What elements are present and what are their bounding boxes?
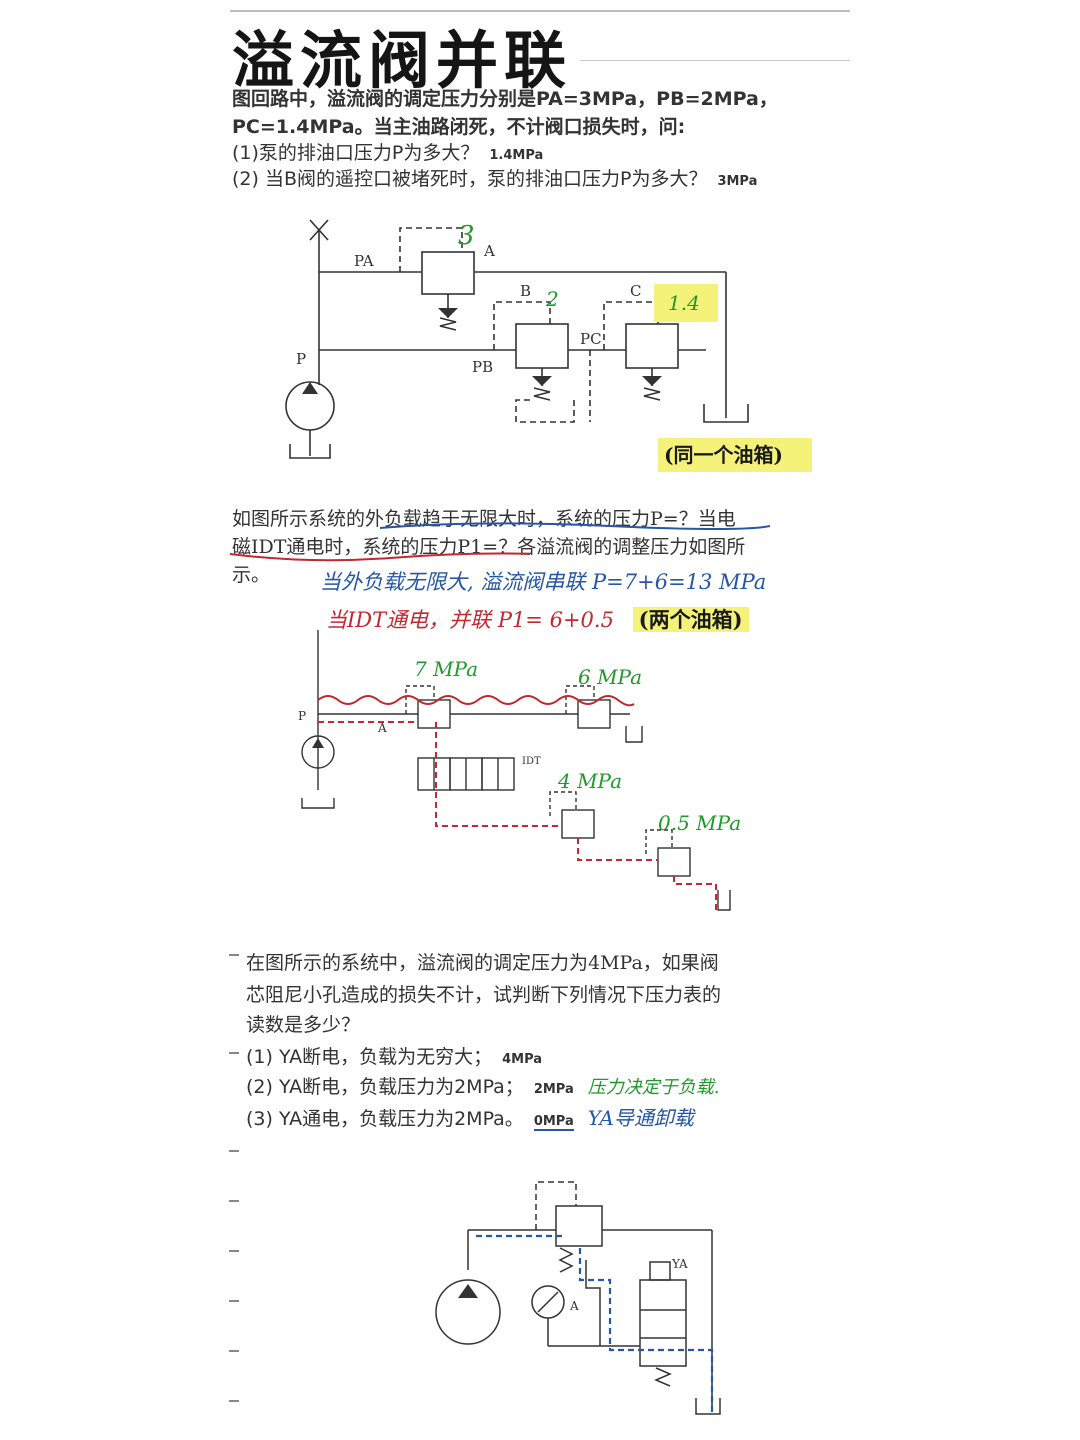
p2-label-6mpa: 6 MPa [578,665,642,689]
p3-q2-text: (2) YA断电，负载压力为2MPa； [246,1076,524,1098]
top-border [230,10,850,12]
margin-tick [229,1350,239,1352]
p2-line3: 示。 [232,564,271,586]
p3-circuit-diagram: A YA [435,1181,721,1415]
p1-q1-answer: 1.4MPa [489,148,544,163]
p2-label-4mpa: 4 MPa [557,769,622,793]
p2-line2: 磁IDT通电时，系统的压力P1=？各溢流阀的调整压力如图所 [232,536,746,558]
margin-tick [229,1250,239,1252]
p2-note2-prefix: 当IDT通电，并联 P1= [326,608,543,632]
p2-handwritten-note1: 当外负载无限大, 溢流阀串联 P=7+6=13 MPa [320,570,767,594]
document-page [228,0,852,1440]
p3-q1-text: (1) YA断电，负载为无穷大； [246,1046,493,1068]
p1-q2-text: (2) 当B阀的遥控口被堵死时，泵的排油口压力P为多大？ [232,168,708,190]
p1-question2: (2) 当B阀的遥控口被堵死时，泵的排油口压力P为多大？ 3MPa [232,164,757,191]
p3-label-ya: YA [671,1257,688,1271]
p1-label-pc: PC [580,330,602,348]
p2-handwritten-note2: 当IDT通电，并联 P1= 6+0.5 (两个油箱) [326,604,749,634]
page-title: 溢流阀并联 [232,24,573,97]
p3-line2: 芯阻尼小孔造成的损失不计，试判断下列情况下压力表的 [246,984,722,1006]
p1-note-a: 3 [458,221,475,251]
p2-label-idt: IDT [522,756,541,767]
p1-line2: PC=1.4MPa。当主油路闭死，不计阀口损失时，问: [232,116,686,138]
p3-question2: (2) YA断电，负载压力为2MPa； 2MPa 压力决定于负载. [246,1072,719,1099]
p2-label-0-5mpa: 0.5 MPa [658,811,741,835]
p3-q3-answer: 0MPa [533,1114,574,1131]
p1-label-p: P [296,350,306,368]
p1-circuit-diagram: PA A B C P PB PC 3 2 1.4 (同一个油箱) [285,219,812,472]
margin-tick [229,1200,239,1202]
margin-tick [229,1150,239,1152]
p1-label-a: A [483,242,495,260]
p1-note-c: 1.4 [668,291,700,315]
p3-q2-answer: 2MPa [533,1082,574,1097]
p3-line3: 读数是多少？ [246,1014,361,1036]
margin-tick [229,1300,239,1302]
p3-q1-answer: 4MPa [502,1052,543,1067]
p2-label-7mpa: 7 MPa [414,657,478,681]
p1-label-c: C [630,282,641,300]
p3-question3: (3) YA通电，负载压力为2MPa。 0MPa YA导通卸载 [246,1102,694,1131]
p3-q2-note: 压力决定于负载. [587,1077,720,1098]
p1-label-pb: PB [472,358,493,376]
p2-note2-value: 6+0.5 [549,608,614,632]
title-rule [580,60,850,61]
p1-tank-highlight [658,438,812,472]
p3-q3-text: (3) YA通电，负载压力为2MPa。 [246,1108,524,1130]
p1-q1-text: (1)泵的排油口压力P为多大？ [232,142,480,164]
margin-tick [229,954,239,956]
p2-circuit-diagram: P A IDT 7 MPa 6 MPa 4 MPa 0.5 MPa [298,630,741,911]
p1-highlight [654,284,718,322]
p3-line1: 在图所示的系统中，溢流阀的调定压力为4MPa，如果阀 [246,952,719,974]
p2-note2-suffix: (两个油箱) [632,607,749,632]
p2-label-a: A [377,721,387,735]
p1-question1: (1)泵的排油口压力P为多大？ 1.4MPa [232,138,543,165]
p1-tank-note: (同一个油箱) [664,443,783,467]
p1-line1: 图回路中，溢流阀的调定压力分别是PA=3MPa，PB=2MPa， [232,88,778,110]
p2-label-p: P [298,709,306,723]
p1-label-b: B [520,282,531,300]
p3-question1: (1) YA断电，负载为无穷大； 4MPa [246,1042,542,1069]
margin-tick [229,1400,239,1402]
p3-q3-note: YA导通卸载 [587,1106,694,1130]
p2-underlines [230,522,771,562]
p1-q2-answer: 3MPa [717,174,758,189]
p1-note-b: 2 [545,287,559,311]
p3-label-a: A [569,1299,579,1313]
p1-label-pa: PA [354,252,374,270]
p2-line1: 如图所示系统的外负载趋于无限大时，系统的压力P=？当电 [232,508,736,530]
margin-tick [229,1052,239,1054]
